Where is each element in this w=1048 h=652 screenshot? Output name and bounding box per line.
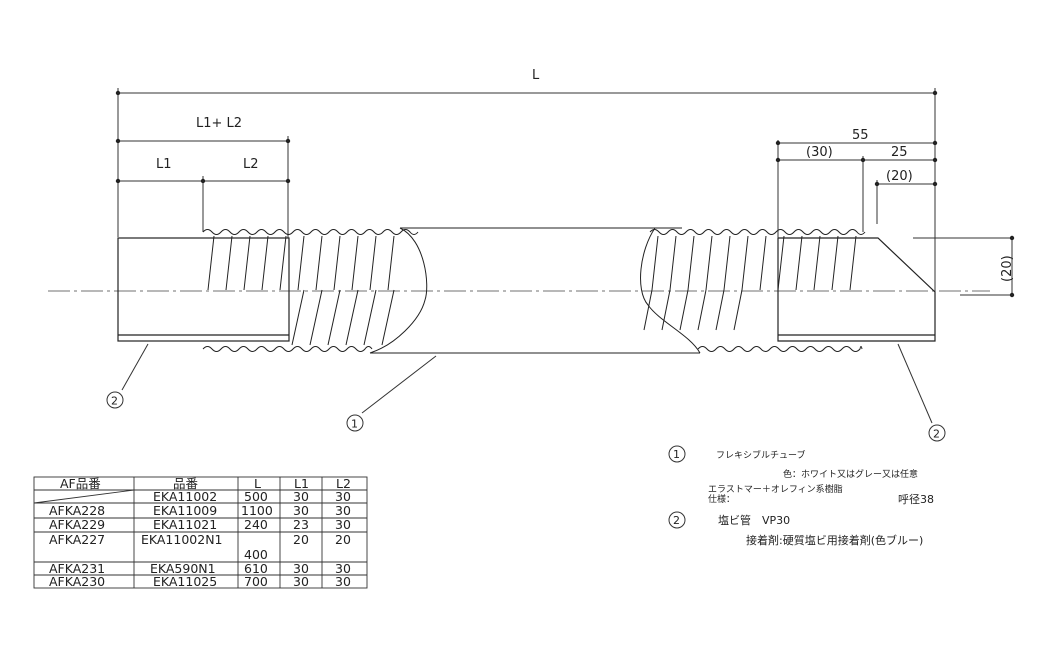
leaders	[121, 343, 933, 424]
flexible-tube	[202, 227, 866, 354]
cell-L: 610	[244, 561, 268, 576]
cell-L1: 30	[293, 503, 309, 518]
note-item2-name: 塩ビ管 VP30	[718, 513, 790, 527]
callout-2-right: 2	[928, 424, 946, 442]
cell-L: 500	[244, 489, 268, 504]
table-row: EKA11002 500 30 30	[153, 489, 351, 504]
note-item2-marker: 2	[673, 514, 680, 527]
svg-text:1: 1	[351, 418, 358, 431]
cell-part: EKA590N1	[150, 561, 216, 576]
table-row: AFKA228 EKA11009 1100 30 30	[49, 503, 351, 518]
callout-1: 1	[346, 414, 364, 432]
cell-L1: 20	[293, 532, 309, 547]
cell-L2: 20	[335, 532, 351, 547]
note-item1-name: フレキシブルチューブ	[716, 449, 805, 461]
svg-text:2: 2	[111, 395, 118, 408]
cell-L: 400	[244, 547, 268, 562]
table-row: AFKA227 EKA11002N1 400 20 20	[49, 532, 351, 562]
dim-L1: L1	[156, 157, 172, 172]
cell-L2: 30	[335, 561, 351, 576]
dim-L2: L2	[243, 157, 259, 172]
header-L2: L2	[336, 476, 351, 491]
cell-part: EKA11002N1	[141, 532, 223, 547]
note-item1-spec-label: 仕様：	[708, 493, 735, 505]
cell-af-part: AFKA230	[49, 574, 105, 589]
cell-L2: 30	[335, 503, 351, 518]
header-part: 品番	[173, 476, 199, 491]
cell-af-part: AFKA229	[49, 517, 105, 532]
pvc-pipe-right	[777, 237, 936, 342]
table-row: AFKA229 EKA11021 240 23 30	[49, 517, 351, 532]
cell-L1: 30	[293, 574, 309, 589]
header-af-part: AF品番	[60, 476, 101, 491]
cell-part: EKA11002	[153, 489, 217, 504]
dim-55: 55	[852, 128, 869, 143]
table-header: AF品番 品番 L L1 L2	[60, 476, 351, 491]
cell-part: EKA11025	[153, 574, 217, 589]
cell-L1: 30	[293, 489, 309, 504]
dim-20-side: (20)	[1000, 255, 1015, 282]
note-item2-adhesive: 接着剤:硬質塩ビ用接着剤(色ブルー)	[746, 533, 923, 547]
cell-part: EKA11021	[153, 517, 217, 532]
callout-2-left: 2	[106, 391, 124, 409]
dim-L1-plus-L2: L1+ L2	[196, 116, 242, 131]
header-L1: L1	[294, 476, 309, 491]
header-L: L	[254, 476, 261, 491]
notes: 1 フレキシブルチューブ 色：ホワイト又はグレー又は任意 エラストマー＋オレフィ…	[668, 445, 934, 547]
pvc-pipe-left	[117, 237, 290, 342]
dim-25: 25	[891, 145, 908, 160]
note-item1-marker: 1	[673, 448, 680, 461]
dim-20-top: (20)	[886, 169, 913, 184]
cell-L1: 30	[293, 561, 309, 576]
cell-af-part: AFKA228	[49, 503, 105, 518]
dimension-lines	[117, 88, 1013, 296]
cell-L: 700	[244, 574, 268, 589]
note-item1-color: 色：ホワイト又はグレー又は任意	[783, 468, 918, 480]
cell-L2: 30	[335, 489, 351, 504]
dim-30: (30)	[806, 145, 833, 160]
table-row: AFKA231 EKA590N1 610 30 30	[49, 561, 351, 576]
svg-text:2: 2	[933, 428, 940, 441]
table-row: AFKA230 EKA11025 700 30 30	[49, 574, 351, 589]
spec-table	[33, 476, 368, 589]
note-item1-spec-value: 呼径38	[898, 493, 934, 506]
cell-af-part: AFKA231	[49, 561, 105, 576]
cell-L1: 23	[293, 517, 309, 532]
cell-L2: 30	[335, 517, 351, 532]
dim-L: L	[532, 68, 540, 83]
cell-L2: 30	[335, 574, 351, 589]
dimension-dots	[115, 90, 1015, 298]
cell-L: 240	[244, 517, 268, 532]
cell-af-part: AFKA227	[49, 532, 105, 547]
note-item1-material: エラストマー＋オレフィン系樹脂	[708, 483, 843, 495]
cell-part: EKA11009	[153, 503, 217, 518]
cell-L: 1100	[241, 503, 273, 518]
